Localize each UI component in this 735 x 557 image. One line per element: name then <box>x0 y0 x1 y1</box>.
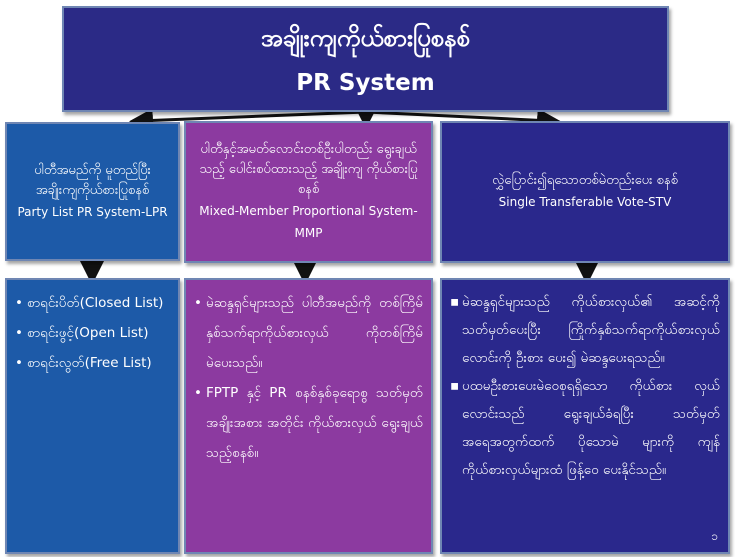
arrow-top-to-stv <box>365 108 561 133</box>
mmp-heading-english: Mixed-Member Proportional System-MMP <box>199 204 418 240</box>
lpr-list: •စာရင်းပိတ်(Closed List) •စာရင်းဖွင့်(Op… <box>15 288 170 378</box>
bullet-icon: • <box>194 295 202 311</box>
mmp-heading-box: ပါတီနှင့်အမတ်လောင်းတစ်ဦးပါတည်း ရွေးချယ်သ… <box>184 121 433 263</box>
list-item: •မဲဆန္ဒရှင်များသည် ပါတီအမည်ကို တစ်ကြိမ်န… <box>194 288 423 378</box>
lpr-heading-english: Party List PR System-LPR <box>17 204 168 219</box>
mmp-list: •မဲဆန္ဒရှင်များသည် ပါတီအမည်ကို တစ်ကြိမ်န… <box>194 288 423 468</box>
bullet-icon: • <box>15 355 23 371</box>
pr-system-title-box: အချိုးကျကိုယ်စားပြုစနစ် PR System <box>62 6 669 112</box>
list-item: ▪ပထမဦးစားပေးမဲဝေစုရရှိသော ကိုယ်စား လှယ်လ… <box>450 372 720 484</box>
list-item-text: မဲဆန္ဒရှင်များသည် ကိုယ်စားလှယ်၏ အဆင့်ကို… <box>462 294 720 366</box>
list-item-text: မဲဆန္ဒရှင်များသည် ပါတီအမည်ကို တစ်ကြိမ်နှ… <box>206 295 423 371</box>
lpr-heading-box: ပါတီအမည်ကို မူတည်ပြီး အချိုးကျကိုယ်စားပြ… <box>5 122 180 261</box>
stv-list: ▪မဲဆန္ဒရှင်များသည် ကိုယ်စားလှယ်၏ အဆင့်ကိ… <box>450 288 720 484</box>
list-item: ▪မဲဆန္ဒရှင်များသည် ကိုယ်စားလှယ်၏ အဆင့်ကိ… <box>450 288 720 372</box>
stv-detail-box: ▪မဲဆန္ဒရှင်များသည် ကိုယ်စားလှယ်၏ အဆင့်ကိ… <box>440 278 730 554</box>
diagram-subtitle: PR System <box>296 70 435 96</box>
list-item-text: FPTP နှင့် PR စနစ်နှစ်ခုရောစွ သတ်မှတ် အခ… <box>206 385 423 461</box>
list-item-text: စာရင်းလွတ်(Free List) <box>27 355 152 371</box>
stv-heading-box: လွှဲပြောင်း၍ရသောတစ်မဲတည်းပေး စနစ် Single… <box>440 121 730 263</box>
stv-heading-burmese: လွှဲပြောင်း၍ရသောတစ်မဲတည်းပေး စနစ် <box>492 173 678 188</box>
arrow-top-to-lpr <box>129 108 367 133</box>
list-item: •FPTP နှင့် PR စနစ်နှစ်ခုရောစွ သတ်မှတ် အ… <box>194 378 423 468</box>
mmp-detail-box: •မဲဆန္ဒရှင်များသည် ပါတီအမည်ကို တစ်ကြိမ်န… <box>184 278 433 554</box>
mmp-heading-burmese: ပါတီနှင့်အမတ်လောင်းတစ်ဦးပါတည်း ရွေးချယ်သ… <box>199 142 418 197</box>
page-number: ၁ <box>711 529 718 543</box>
bullet-icon: • <box>194 385 202 401</box>
lpr-detail-box: •စာရင်းပိတ်(Closed List) •စာရင်းဖွင့်(Op… <box>5 278 180 554</box>
list-item: •စာရင်းဖွင့်(Open List) <box>15 318 170 348</box>
list-item-text: စာရင်းပိတ်(Closed List) <box>27 295 164 311</box>
lpr-heading-burmese: ပါတီအမည်ကို မူတည်ပြီး အချိုးကျကိုယ်စားပြ… <box>34 162 151 198</box>
stv-heading-english: Single Transferable Vote-STV <box>498 195 672 209</box>
list-item-text: စာရင်းဖွင့်(Open List) <box>27 325 149 341</box>
bullet-icon: ▪ <box>450 378 460 394</box>
diagram-title: အချိုးကျကိုယ်စားပြုစနစ် <box>260 24 471 52</box>
bullet-icon: ▪ <box>450 294 460 310</box>
bullet-icon: • <box>15 295 23 311</box>
list-item-text: ပထမဦးစားပေးမဲဝေစုရရှိသော ကိုယ်စား လှယ်လေ… <box>462 378 720 478</box>
list-item: •စာရင်းပိတ်(Closed List) <box>15 288 170 318</box>
bullet-icon: • <box>15 325 23 341</box>
list-item: •စာရင်းလွတ်(Free List) <box>15 348 170 378</box>
